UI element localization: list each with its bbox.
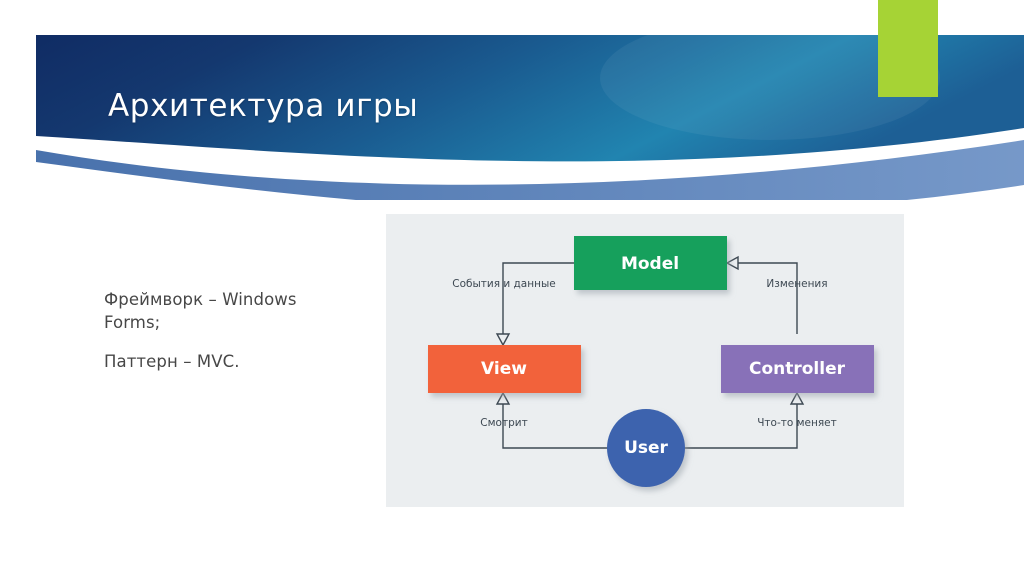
diagram-node-label-user: User xyxy=(624,438,668,458)
banner-graphic xyxy=(36,0,1024,200)
diagram-node-user[interactable]: User xyxy=(607,409,685,487)
banner-sheen xyxy=(600,16,940,140)
edge-label-user-to-view: Смотрит xyxy=(480,417,527,429)
page-title: Архитектура игры xyxy=(108,88,419,124)
diagram-node-view[interactable]: View xyxy=(428,345,581,393)
banner-wave-band xyxy=(36,140,1024,200)
green-accent-bar xyxy=(878,0,938,97)
diagram-node-label-model: Model xyxy=(621,254,679,274)
diagram-node-model[interactable]: Model xyxy=(574,236,727,290)
edge-user-to-view: Смотрит xyxy=(480,391,608,449)
edge-model-to-view: События и данные xyxy=(452,262,574,347)
edge-user-to-controller: Что-то меняет xyxy=(684,391,837,449)
mvc-architecture-diagram: События и данные Изменения Смотрит Что-т… xyxy=(386,214,904,507)
title-banner: Архитектура игры xyxy=(0,0,1024,200)
diagram-node-label-controller: Controller xyxy=(749,359,846,379)
body-text-block: Фреймворк – Windows Forms; Паттерн – MVC… xyxy=(104,288,354,389)
mvc-diagram-graphic: События и данные Изменения Смотрит Что-т… xyxy=(428,236,874,487)
body-paragraph-pattern: Паттерн – MVC. xyxy=(104,352,240,371)
edge-label-user-to-controller: Что-то меняет xyxy=(757,417,837,429)
edge-controller-to-model: Изменения xyxy=(725,255,828,334)
banner-shape xyxy=(36,35,1024,162)
edge-label-controller-to-model: Изменения xyxy=(766,278,827,290)
diagram-node-controller[interactable]: Controller xyxy=(721,345,874,393)
edge-label-model-to-view: События и данные xyxy=(452,278,555,290)
body-paragraph-framework: Фреймворк – Windows Forms; xyxy=(104,290,297,332)
diagram-node-label-view: View xyxy=(481,359,527,379)
